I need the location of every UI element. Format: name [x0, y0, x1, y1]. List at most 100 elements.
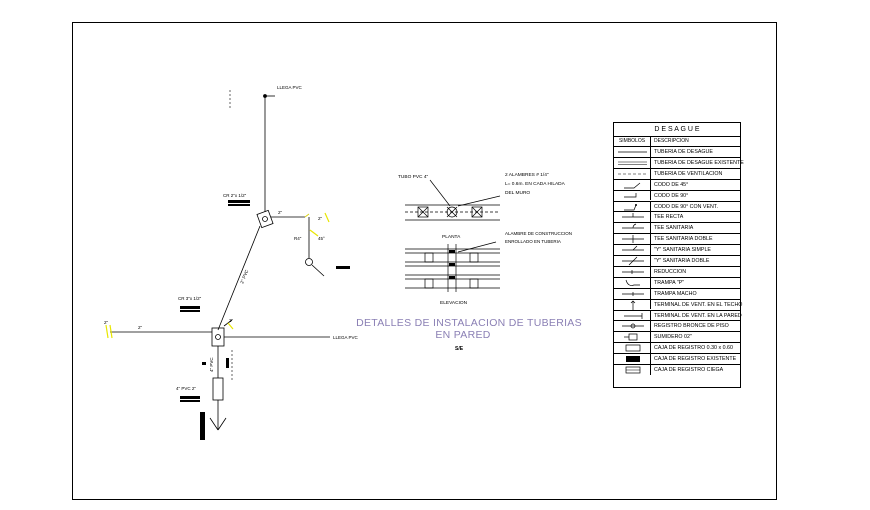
legend-row: REDUCCION	[614, 265, 741, 277]
legend-row: TUBERIA DE VENTILACION	[614, 167, 741, 179]
elbow-90-icon	[614, 190, 651, 201]
legend-row-desc: REGISTRO BRONCE DE PISO	[654, 323, 729, 330]
legend-row: TEE RECTA	[614, 211, 741, 223]
legend-row: TEE SANITARIA DOBLE	[614, 233, 741, 245]
legend-row: REGISTRO BRONCE DE PISO	[614, 320, 741, 332]
legend-row-desc: TUBERIA DE VENTILACION	[654, 170, 723, 177]
label-wire-2: L= 0.6m. EN CADA HILADA	[505, 181, 566, 187]
floor-drain-icon	[614, 332, 651, 343]
legend-row-desc: TRAMPA MACHO	[654, 290, 697, 297]
label-branch-slope: 2"	[318, 216, 323, 221]
label-top-pipe: LLEGA PVC	[277, 85, 303, 90]
label-node1-slope: 2"	[278, 210, 283, 215]
legend-col-symbols: SIMBOLOS	[614, 137, 651, 146]
legend-row-desc: CODO DE 45°	[654, 181, 689, 188]
legend-row: TERMINAL DE VENT. EN LA PARED	[614, 309, 742, 321]
legend-row-desc: TERMINAL DE VENT. EN LA PARED	[654, 312, 742, 319]
legend-row: TEE SANITARIA	[614, 222, 741, 234]
elbow-45-icon	[614, 179, 651, 190]
legend-row: CODO DE 45°	[614, 178, 741, 190]
legend-row-desc: TEE SANITARIA	[654, 225, 694, 232]
label-node2: CR 3"x 1/2"	[178, 296, 202, 301]
trap-male-icon	[614, 288, 651, 299]
cleanout-icon	[614, 321, 651, 332]
plan-detail	[405, 179, 501, 221]
p-trap-icon	[614, 277, 651, 288]
legend-row: SUMIDERO 02"	[614, 331, 741, 343]
legend-row-desc: SUMIDERO 02"	[654, 334, 692, 341]
box-blind-icon	[614, 365, 651, 375]
lower-fitting	[212, 377, 224, 401]
label-wire-3: DEL MURO	[505, 190, 530, 196]
legend-row: TUBERIA DE DESAGUE EXISTENTE	[614, 156, 744, 168]
legend-col-desc: DESCRIPCION	[654, 138, 689, 144]
tee-double-icon	[614, 234, 651, 245]
label-vert-pipe: 4" PVC	[209, 357, 214, 372]
label-wire2-2: ENROLLADO EN TUBERIA	[505, 239, 561, 244]
drawing-title-line2: EN PARED	[435, 329, 490, 341]
y-simple-icon	[614, 245, 651, 255]
legend-row-desc: CAJA DE REGISTRO EXISTENTE	[654, 356, 737, 363]
legend-row: TUBERIA DE DESAGUE	[614, 146, 741, 157]
label-wire2-1: ALAMBRE DE CONSTRUCCION	[505, 231, 572, 236]
label-wire-1: 2 ALAMBRES # 1/4"	[505, 172, 549, 178]
label-elevation: ELEVACION	[440, 300, 468, 306]
node1-fitting	[256, 209, 274, 229]
legend-row-desc: TERMINAL DE VENT. EN EL TECHO	[654, 301, 743, 308]
drawing-title-mark: S/E	[455, 346, 464, 352]
elbow-vent-icon	[614, 201, 651, 212]
legend-row: "Y" SANITARIA SIMPLE	[614, 244, 741, 255]
legend-title: D E S A G U E	[654, 126, 700, 133]
riser-top-node	[263, 94, 267, 98]
legend-row-desc: CODO DE 90°	[654, 192, 689, 199]
trap-circle	[305, 258, 313, 266]
diagonal-pipe	[217, 225, 261, 331]
legend-row-desc: CAJA DE REGISTRO CIEGA	[654, 367, 724, 373]
box-open-icon	[614, 343, 651, 354]
legend-row-desc: "Y" SANITARIA SIMPLE	[654, 247, 711, 254]
y-double-icon	[614, 256, 651, 266]
legend-row: TRAMPA MACHO	[614, 287, 741, 299]
label-plan: PLANTA	[442, 234, 461, 240]
legend-row-desc: TEE SANITARIA DOBLE	[654, 236, 713, 243]
label-left-in2: 2"	[138, 325, 143, 330]
legend-row-desc: CAJA DE REGISTRO 0.30 x 0.60	[654, 345, 733, 352]
legend-row: TERMINAL DE VENT. EN EL TECHO	[614, 298, 743, 310]
label-tube: TUBO PVC 4"	[398, 174, 429, 180]
box-filled-icon	[614, 354, 651, 364]
elevation-detail	[405, 241, 500, 292]
reducer-icon	[614, 266, 651, 277]
vent-terminal-wall-icon	[614, 310, 651, 321]
legend-row-desc: TRAMPA "P"	[654, 279, 685, 286]
tee-icon	[614, 212, 651, 223]
legend-row-desc: REDUCCION	[654, 268, 687, 275]
label-branch-angle: 45°	[318, 236, 325, 241]
vent-terminal-icon	[614, 299, 651, 310]
legend-row: CODO DE 90°	[614, 189, 741, 201]
legend-row-desc: CODO DE 90° CON VENT.	[654, 203, 718, 210]
legend-row: TRAMPA "P"	[614, 276, 741, 288]
legend-row: "Y" SANITARIA DOBLE	[614, 255, 741, 266]
drawing-title-line1: DETALLES DE INSTALACION DE TUBERIAS	[356, 317, 582, 329]
label-right-stub: 2"	[229, 318, 234, 323]
tee-sanitary-icon	[614, 223, 651, 234]
legend-row-desc: TUBERIA DE DESAGUE EXISTENTE	[654, 159, 744, 166]
label-branch-45: R4"	[294, 236, 302, 241]
legend-row: CAJA DE REGISTRO EXISTENTE	[614, 353, 741, 364]
line-dashed-icon	[614, 168, 651, 179]
legend-row-desc: "Y" SANITARIA DOBLE	[654, 258, 710, 264]
line-solid-icon	[614, 147, 651, 157]
legend-row: CAJA DE REGISTRO 0.30 x 0.60	[614, 342, 741, 354]
line-double-icon	[614, 157, 651, 168]
legend-row-desc: TUBERIA DE DESAGUE	[654, 149, 713, 155]
legend-row: CAJA DE REGISTRO CIEGA	[614, 364, 741, 375]
label-left-in: 2"	[104, 320, 109, 325]
label-lower-node: 4" PVC 2"	[176, 386, 196, 391]
label-node1: CR 2"x 1/2"	[223, 193, 247, 198]
drawing-border	[72, 22, 777, 500]
legend-row: CODO DE 90° CON VENT.	[614, 200, 741, 212]
node2-fitting	[211, 327, 225, 347]
label-diag-pipe: 2" PVC	[239, 268, 249, 284]
label-right-pipe: LLEGA PVC	[333, 335, 359, 340]
